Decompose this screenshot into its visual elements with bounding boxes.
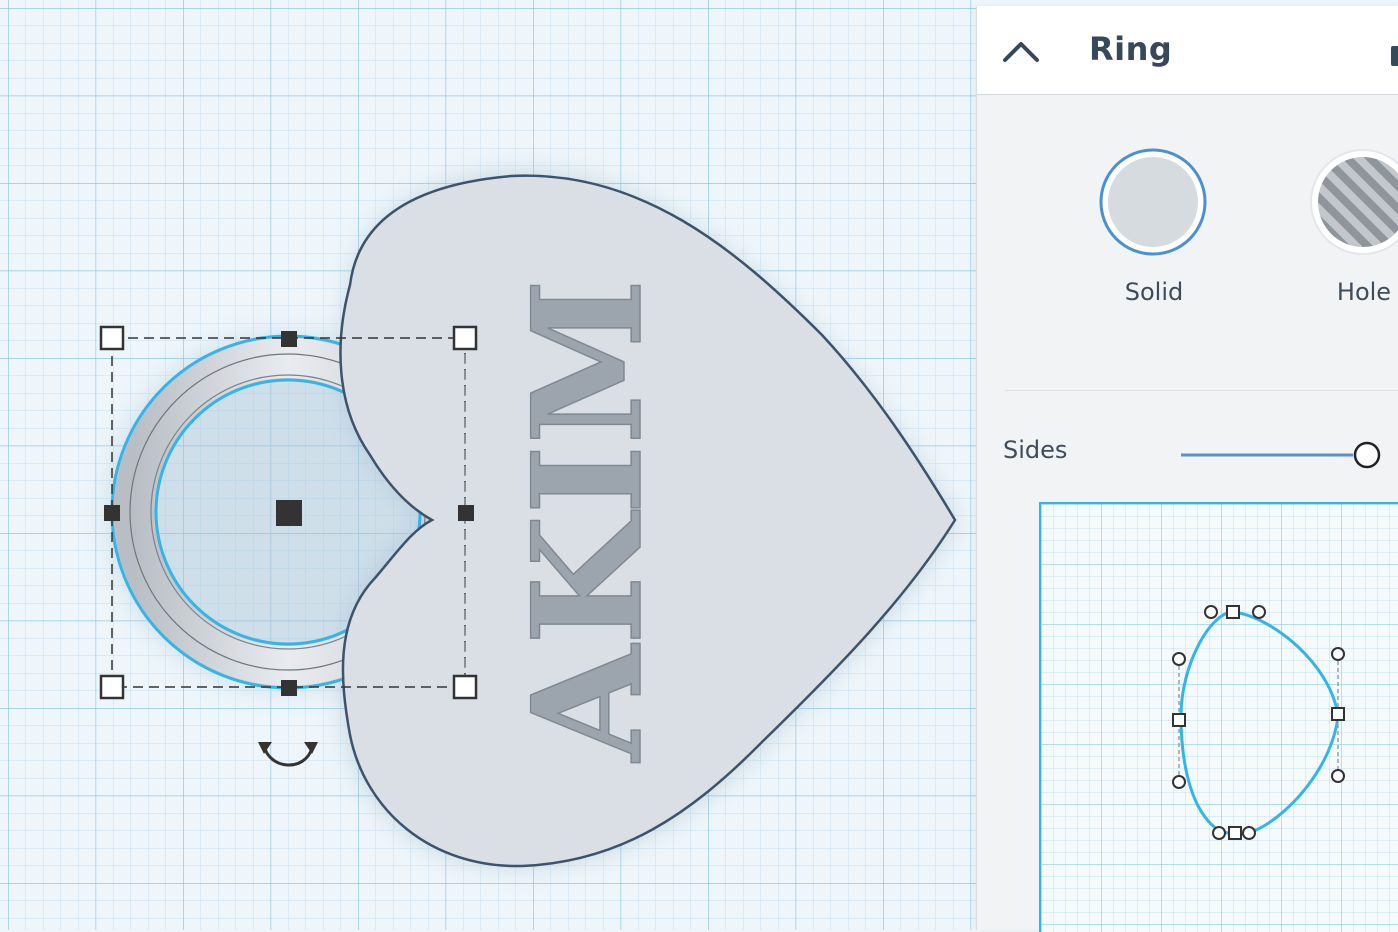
corner-handle-top-left[interactable] [99,325,125,351]
slider-thumb[interactable] [1353,441,1381,469]
shape-title: Ring [1089,30,1173,68]
sides-label: Sides [1003,436,1068,464]
profile-anchor-point[interactable] [1226,605,1240,619]
profile-anchor-point[interactable] [1228,826,1242,840]
edge-handle-bottom[interactable] [281,680,297,696]
profile-control-point[interactable] [1172,775,1186,789]
rotate-arrow-icon[interactable] [258,742,318,767]
corner-handle-bottom-left[interactable] [99,674,125,700]
section-divider [1005,390,1398,391]
workplane-svg[interactable]: AKIM [0,0,976,930]
solid-swatch[interactable] [1097,146,1209,258]
chevron-up-icon [1003,42,1039,62]
profile-anchor-point[interactable] [1331,707,1345,721]
edge-handle-right[interactable] [458,505,474,521]
lock-icon[interactable] [1391,46,1398,66]
profile-control-point[interactable] [1252,605,1266,619]
collapse-button[interactable] [999,34,1043,70]
profile-control-point[interactable] [1172,652,1186,666]
corner-handle-top-right[interactable] [452,325,478,351]
solid-option[interactable]: Solid [1077,146,1217,316]
sides-slider[interactable] [1177,438,1398,472]
solid-label: Solid [1124,278,1184,306]
hole-option[interactable]: Hole [1287,146,1398,316]
heart-shape[interactable] [339,174,957,868]
workplane-canvas[interactable]: AKIM [0,0,976,930]
engraved-text[interactable]: AKIM [499,278,677,764]
hole-swatch[interactable] [1307,146,1398,258]
shape-inspector-panel: Ring Solid Hole [976,6,1398,932]
profile-anchor-point[interactable] [1172,713,1186,727]
inspector-header: Ring [977,6,1398,95]
profile-control-point[interactable] [1204,605,1218,619]
edge-handle-left[interactable] [104,505,120,521]
profile-control-point[interactable] [1212,826,1226,840]
edge-handle-top[interactable] [281,331,297,347]
hole-label: Hole [1336,278,1392,306]
height-handle[interactable] [276,500,302,526]
profile-control-point[interactable] [1331,769,1345,783]
corner-handle-bottom-right[interactable] [452,674,478,700]
profile-editor[interactable] [1039,502,1398,932]
profile-control-point[interactable] [1331,647,1345,661]
profile-control-point[interactable] [1242,826,1256,840]
